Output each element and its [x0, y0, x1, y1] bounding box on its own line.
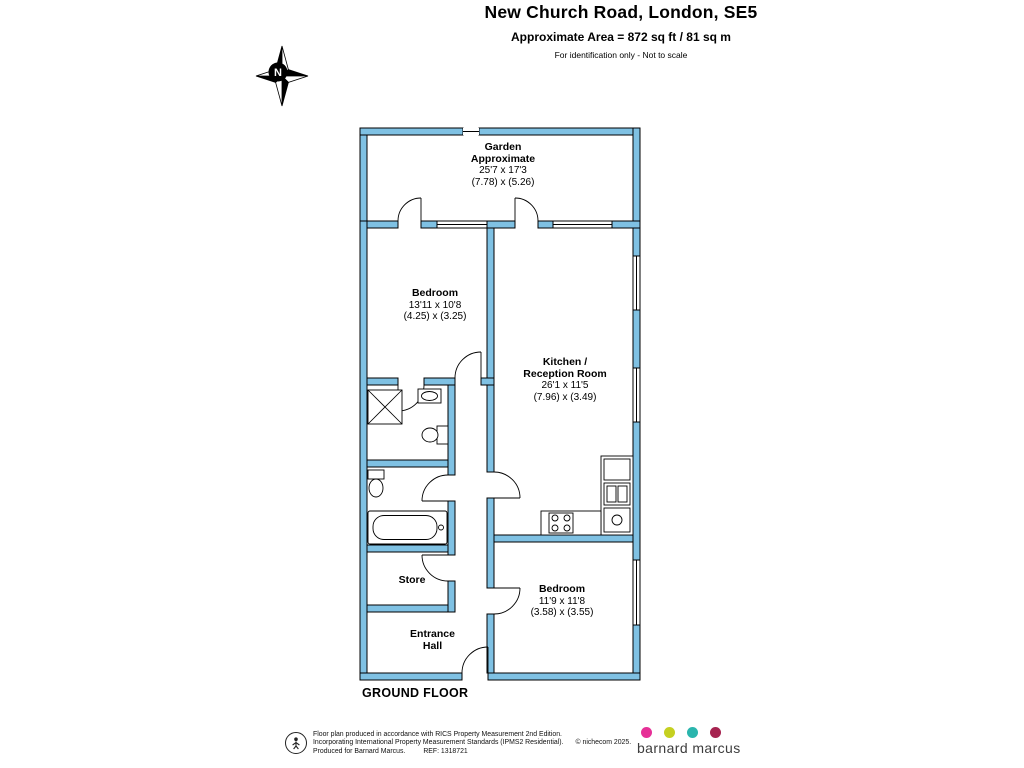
toilet-cistern — [436, 425, 449, 445]
room-name: Kitchen / — [542, 356, 588, 368]
bathroom-fixtures — [367, 388, 449, 545]
kitchen-fixtures — [540, 455, 634, 536]
room-label-kitchen-reception: Kitchen / Reception Room 26'1 x 11'5 (7.… — [500, 356, 630, 403]
room-name: Garden — [484, 141, 522, 153]
toilet-cistern — [367, 469, 385, 480]
room-name: Reception Room — [523, 367, 607, 380]
room-dims-imperial: 26'1 x 11'5 — [541, 380, 589, 391]
approximate-area: Approximate Area = 872 sq ft / 81 sq m — [511, 30, 731, 44]
floorplan-drawing — [359, 127, 641, 681]
footer-line-3: Produced for Barnard Marcus. REF: 1318721 — [313, 748, 631, 756]
floor-label: GROUND FLOOR — [362, 686, 469, 700]
room-label-store: Store — [372, 574, 452, 587]
room-dims-imperial: 25'7 x 17'3 — [479, 165, 527, 176]
room-dims-metric: (3.58) x (3.55) — [530, 607, 594, 618]
room-label-bedroom-2: Bedroom 11'9 x 11'8 (3.58) x (3.55) — [502, 583, 622, 619]
brand-dot — [664, 727, 675, 738]
footer-line-2: Incorporating International Property Mea… — [313, 739, 631, 747]
room-name: Hall — [422, 639, 443, 652]
room-name: Entrance — [410, 628, 455, 640]
room-dims-metric: (7.78) x (5.26) — [471, 176, 535, 188]
room-name: Bedroom — [411, 287, 459, 299]
brand-dot — [687, 727, 698, 738]
room-dims-imperial: 11'9 x 11'8 — [538, 595, 586, 607]
brand-dot — [710, 727, 721, 738]
room-label-garden: Garden Approximate 25'7 x 17'3 (7.78) x … — [433, 141, 573, 188]
rics-icon — [285, 732, 307, 754]
compass-north-label: N — [274, 67, 282, 79]
windows — [436, 220, 641, 626]
footer-disclaimer: Floor plan produced in accordance with R… — [313, 731, 631, 756]
compass-icon: N — [255, 45, 309, 107]
room-name: Approximate — [470, 152, 536, 165]
toilet — [421, 427, 439, 443]
brand-logo-dots — [641, 727, 733, 738]
appliance — [603, 458, 631, 481]
identification-disclaimer: For identification only - Not to scale — [554, 50, 688, 60]
room-name: Store — [398, 574, 426, 586]
brand-name: barnard marcus — [637, 740, 741, 756]
room-dims-metric: (4.25) x (3.25) — [403, 311, 467, 322]
footer-copyright: © nichecom 2025. — [575, 739, 632, 747]
exterior-walls — [359, 220, 641, 681]
page-title: New Church Road, London, SE5 — [484, 2, 758, 22]
footer-line-1: Floor plan produced in accordance with R… — [313, 731, 562, 738]
footer-produced-for: Produced for Barnard Marcus. — [313, 747, 406, 755]
header: New Church Road, London, SE5 Approximate… — [455, 2, 787, 60]
room-label-entrance-hall: Entrance Hall — [385, 628, 480, 652]
room-name: Bedroom — [538, 583, 586, 595]
interior-walls — [366, 227, 634, 674]
toilet — [368, 478, 384, 498]
footer-ipms-text: Incorporating International Property Mea… — [313, 739, 564, 747]
brand-dot — [641, 727, 652, 738]
footer-ref: REF: 1318721 — [423, 747, 468, 755]
room-dims-metric: (7.96) x (3.49) — [533, 391, 597, 403]
room-dims-imperial: 13'11 x 10'8 — [408, 299, 462, 311]
room-label-bedroom-1: Bedroom 13'11 x 10'8 (4.25) x (3.25) — [375, 287, 495, 323]
measurement-glyph-icon — [292, 737, 300, 750]
